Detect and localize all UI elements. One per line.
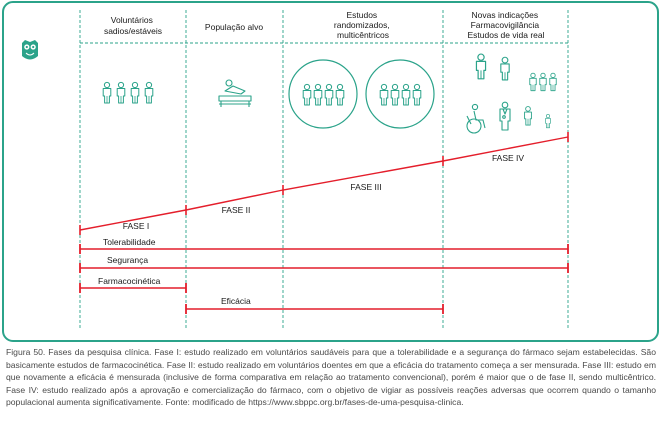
pharmacokinetics-label: Farmacocinética <box>98 276 161 286</box>
phase-label-1: FASE I <box>123 221 149 231</box>
owl-logo-icon <box>22 40 38 60</box>
people-icon <box>102 81 154 104</box>
column-dividers <box>79 10 569 330</box>
phase-label-3: FASE III <box>350 182 381 192</box>
diagram-frame <box>2 1 659 342</box>
safety-label: Segurança <box>107 255 148 265</box>
tolerability-label: Tolerabilidade <box>103 237 156 247</box>
phase-label-4: FASE IV <box>492 153 524 163</box>
column-header-volunteers: Voluntários sadios/estáveis <box>104 15 162 36</box>
people-group-icon <box>288 59 358 129</box>
efficacy-label: Eficácia <box>221 296 251 306</box>
column-header-new-indications: Novas indicações Farmacovigilância Estud… <box>467 10 544 40</box>
phase-label-2: FASE II <box>222 205 251 215</box>
clinical-phases-diagram: Voluntários sadios/estáveis População al… <box>2 1 659 342</box>
column-header-target-population: População alvo <box>205 22 263 32</box>
people-group-icon <box>365 59 435 129</box>
phase-progression-line <box>79 136 569 231</box>
figure-caption: Figura 50. Fases da pesquisa clínica. Fa… <box>6 347 656 408</box>
patient-bed-icon <box>218 79 252 107</box>
phase-ticks <box>79 132 569 235</box>
wheelchair-icon <box>466 103 486 134</box>
doctor-icon <box>499 101 511 131</box>
family-icon <box>475 53 557 129</box>
column-header-randomized-studies: Estudos randomizados, multicêntricos <box>334 10 392 40</box>
